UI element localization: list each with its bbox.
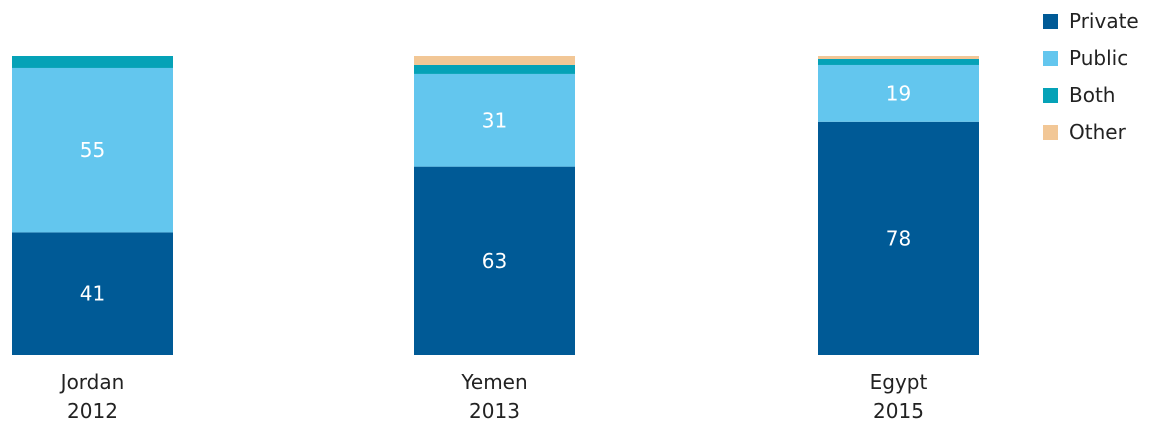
bar-segment-yemen-other (414, 56, 575, 65)
data-label-egypt-private: 78 (886, 226, 911, 250)
category-label-yemen-year: 2013 (469, 399, 520, 421)
data-label-egypt-public: 19 (886, 81, 911, 105)
bar-segment-jordan-public (12, 67, 173, 233)
bar-segment-yemen-private (414, 166, 575, 355)
category-label-egypt-year: 2015 (873, 399, 924, 421)
data-label-jordan-private: 41 (80, 282, 105, 306)
legend-label-public: Public (1069, 46, 1128, 70)
legend-label-both: Both (1069, 83, 1115, 107)
category-label-yemen-name: Yemen (460, 370, 527, 394)
legend-label-private: Private (1069, 9, 1139, 33)
category-labels-group: Jordan 2012 Yemen 2013 Egypt 2015 (59, 370, 928, 421)
bar-segment-egypt-other (818, 56, 979, 59)
data-label-yemen-private: 63 (482, 249, 507, 273)
bar-segment-egypt-public (818, 64, 979, 122)
category-label-egypt-name: Egypt (870, 370, 928, 394)
data-label-jordan-public: 55 (80, 138, 105, 162)
bar-segment-jordan-private (12, 232, 173, 355)
legend-swatch-both (1043, 88, 1058, 103)
bar-segment-yemen-both (414, 64, 575, 74)
legend-swatch-public (1043, 51, 1058, 66)
category-label-jordan-name: Jordan (59, 370, 125, 394)
category-label-jordan-year: 2012 (67, 399, 118, 421)
bar-segment-egypt-both (818, 58, 979, 65)
data-label-yemen-public: 31 (482, 108, 507, 132)
bar-segment-yemen-public (414, 73, 575, 167)
bar-segment-jordan-both (12, 56, 173, 68)
bars-group: 41 55 63 31 78 19 (12, 56, 979, 355)
bar-segment-egypt-private (818, 121, 979, 355)
legend-swatch-private (1043, 14, 1058, 29)
legend-swatch-other (1043, 125, 1058, 140)
legend-label-other: Other (1069, 120, 1127, 144)
